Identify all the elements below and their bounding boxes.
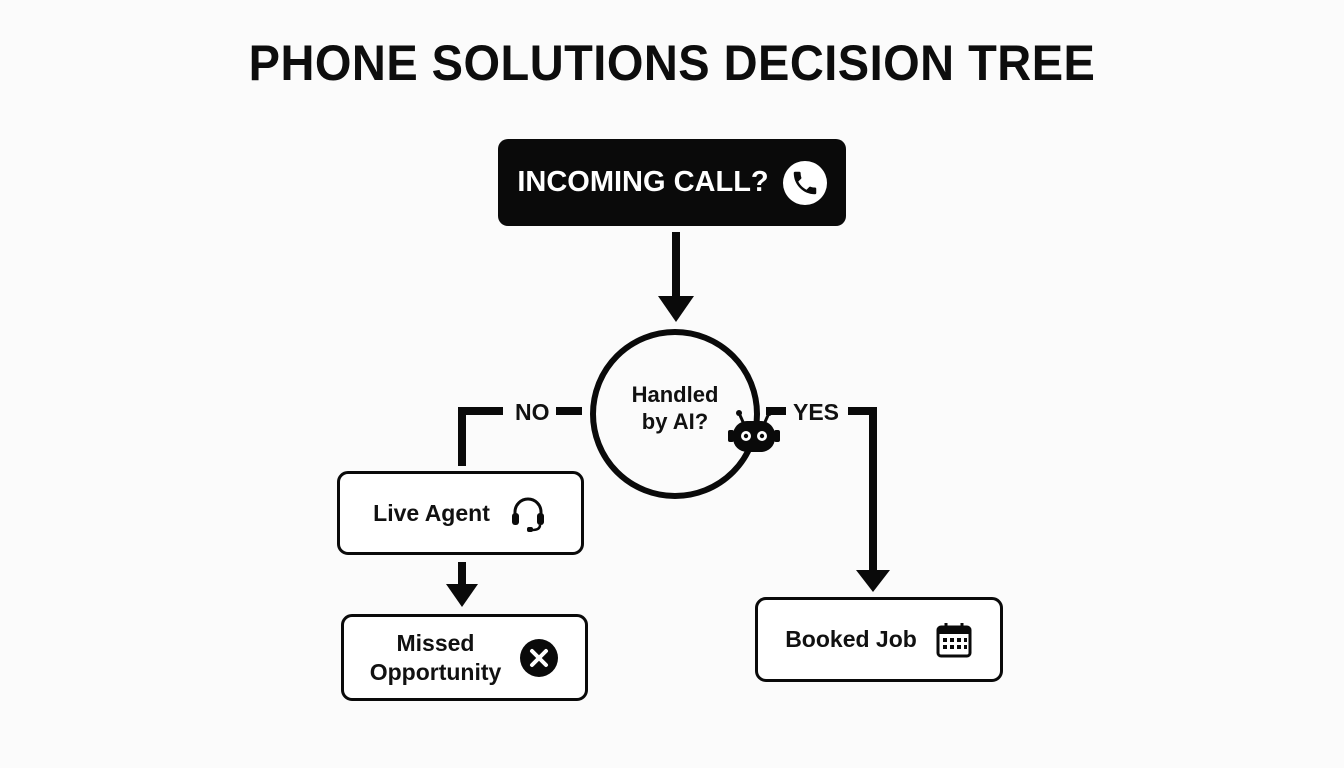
calendar-icon xyxy=(936,622,972,657)
arrowhead-booked xyxy=(856,570,890,592)
branch-label-no: NO xyxy=(509,398,556,426)
booked-job-node[interactable]: Booked Job xyxy=(755,597,1003,682)
close-circle-icon xyxy=(520,638,559,677)
missed-opportunity-label: Missed Opportunity xyxy=(370,629,502,687)
live-agent-node[interactable]: Live Agent xyxy=(337,471,584,555)
decision-label-line2: by AI? xyxy=(641,409,709,434)
decision-node[interactable]: Handled by AI? xyxy=(590,329,760,499)
decision-label-line1: Handled xyxy=(631,382,719,407)
start-node-label: INCOMING CALL? xyxy=(517,166,769,198)
connector-yes-to-booked xyxy=(848,407,877,572)
missed-label-line1: Missed xyxy=(396,629,475,656)
missed-opportunity-node[interactable]: Missed Opportunity xyxy=(341,614,588,701)
arrowhead-decision xyxy=(658,296,694,322)
live-agent-label: Live Agent xyxy=(373,499,490,526)
connector-no-to-live-agent xyxy=(458,407,503,466)
start-node[interactable]: INCOMING CALL? xyxy=(498,139,846,226)
diagram-title: PHONE SOLUTIONS DECISION TREE xyxy=(248,35,1096,91)
arrowhead-missed xyxy=(446,584,478,607)
phone-icon xyxy=(782,160,827,205)
missed-label-line2: Opportunity xyxy=(369,658,502,685)
branch-label-yes: YES xyxy=(787,398,846,426)
robot-icon xyxy=(728,410,780,452)
booked-job-label: Booked Job xyxy=(785,626,917,652)
headset-icon xyxy=(511,497,544,532)
